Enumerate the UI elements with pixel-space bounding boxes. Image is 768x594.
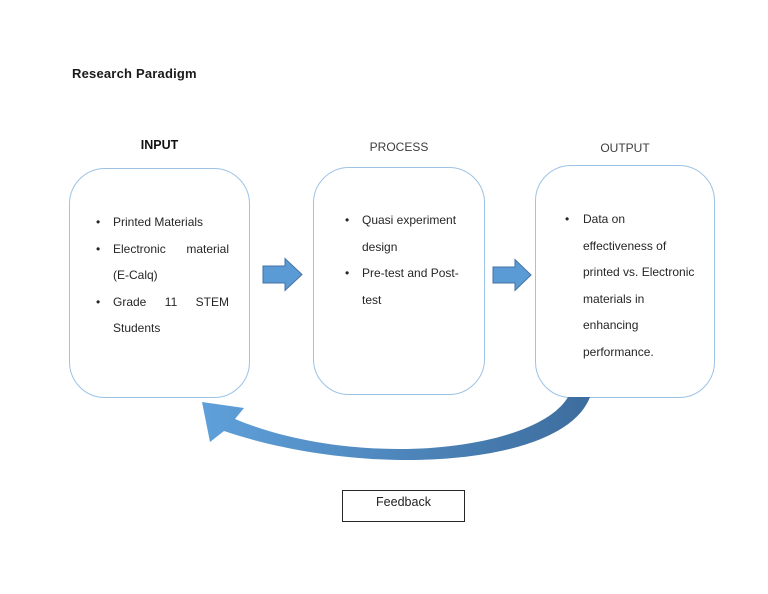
bullet-icon: • xyxy=(96,215,101,229)
feedback-curved-arrow-icon xyxy=(202,397,590,461)
process-item-1: Quasi experiment design xyxy=(362,213,457,254)
process-to-output-arrow-icon xyxy=(492,258,532,292)
list-item: • Grade 11 STEM Students xyxy=(96,289,249,342)
column-label-output: OUTPUT xyxy=(600,141,650,155)
list-item: • Electronic material (E-Calq) xyxy=(96,236,249,289)
list-item: • Printed Materials xyxy=(96,209,249,236)
list-item: • Pre-test and Post-test xyxy=(345,260,484,313)
process-item-2: Pre-test and Post-test xyxy=(362,266,459,307)
input-to-process-arrow-icon xyxy=(262,257,303,292)
list-item: • Data on effectiveness of printed vs. E… xyxy=(565,206,714,365)
page-title: Research Paradigm xyxy=(72,66,197,81)
bullet-icon: • xyxy=(345,266,350,280)
input-box: • Printed Materials • Electronic materia… xyxy=(69,168,250,398)
output-item-1: Data on effectiveness of printed vs. Ele… xyxy=(583,212,695,359)
feedback-box: Feedback xyxy=(342,490,465,522)
input-item-3: Grade 11 STEM Students xyxy=(113,294,229,336)
bullet-icon: • xyxy=(345,213,350,227)
process-box: • Quasi experiment design • Pre-test and… xyxy=(313,167,485,395)
feedback-label: Feedback xyxy=(376,495,431,509)
column-label-input: INPUT xyxy=(140,138,179,152)
list-item: • Quasi experiment design xyxy=(345,207,484,260)
bullet-icon: • xyxy=(96,294,101,309)
bullet-icon: • xyxy=(565,212,570,226)
output-box: • Data on effectiveness of printed vs. E… xyxy=(535,165,715,398)
bullet-icon: • xyxy=(96,241,101,256)
column-label-process: PROCESS xyxy=(369,140,429,154)
input-item-1: Printed Materials xyxy=(113,215,204,229)
input-item-2: Electronic material (E-Calq) xyxy=(113,241,229,283)
